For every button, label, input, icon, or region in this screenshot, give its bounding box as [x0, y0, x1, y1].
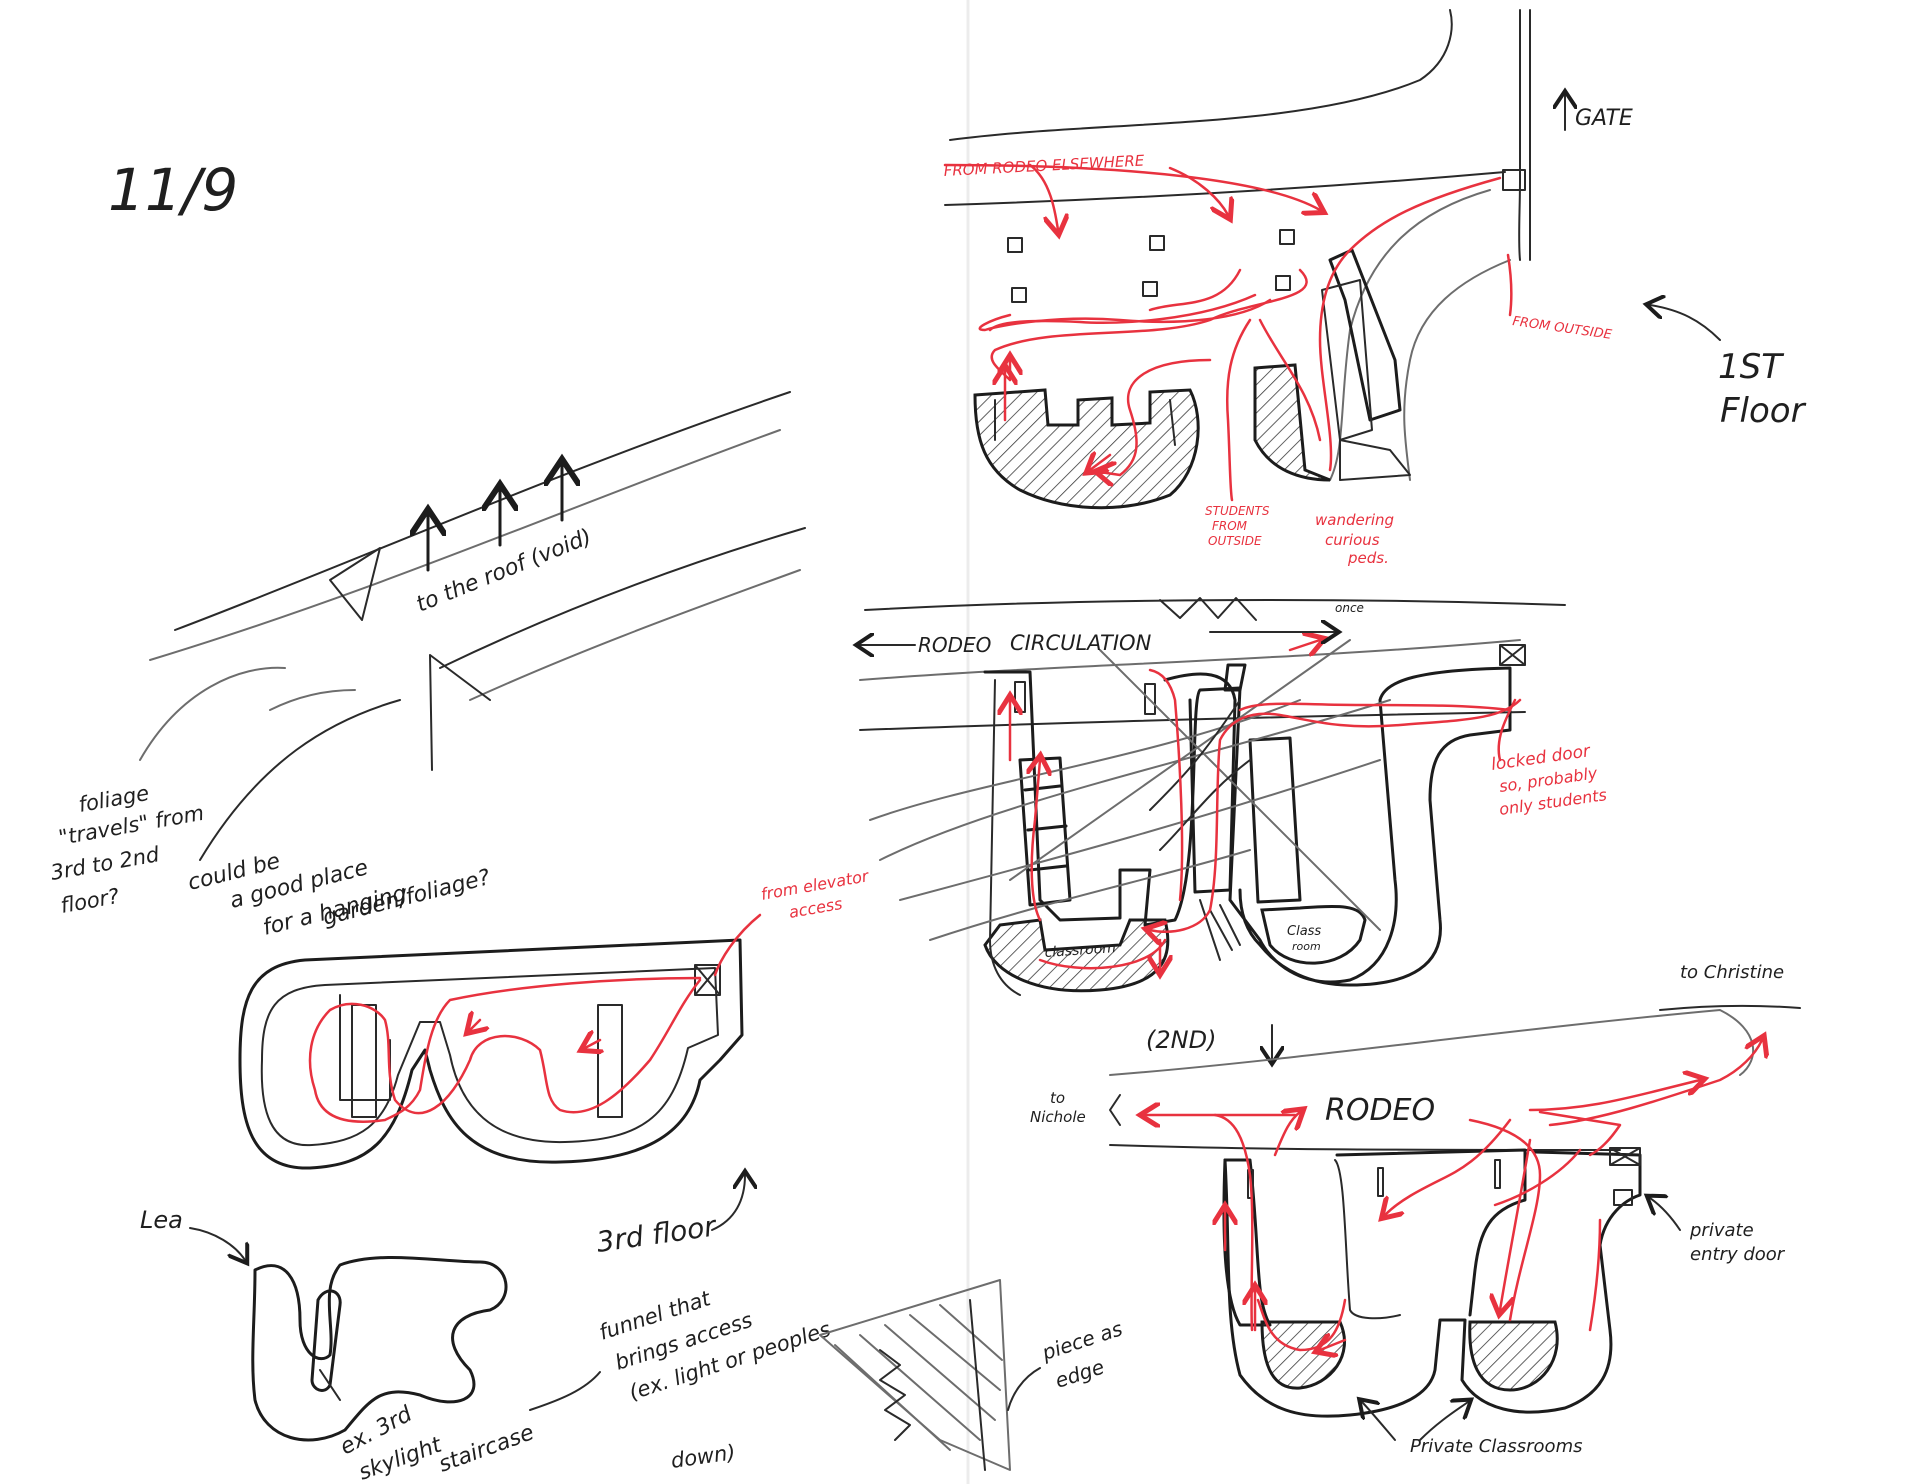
- lea-sketch: [251, 1255, 508, 1442]
- svg-text:wandering: wandering: [1315, 511, 1394, 529]
- elevator-note: from elevator access: [713, 866, 871, 977]
- lea-label: Lea: [140, 1206, 183, 1234]
- first-floor-plan: [944, 9, 1531, 510]
- first-floor-paths: [943, 163, 1513, 502]
- svg-text:FROM OUTSIDE: FROM OUTSIDE: [1511, 314, 1613, 343]
- svg-text:OUTSIDE: OUTSIDE: [1208, 534, 1262, 548]
- private-classrooms-label: Private Classrooms: [1410, 1436, 1583, 1457]
- classroom-label-2b: room: [1292, 940, 1321, 953]
- skylight-note: ex. 3rd skylight staircase: [319, 1369, 538, 1484]
- roof-void-sketch: [139, 391, 806, 861]
- nichole-brace: [1109, 1094, 1121, 1126]
- classroom-arrow-right: [1419, 1402, 1468, 1441]
- first-floor-label-1: 1ST: [1718, 347, 1784, 387]
- svg-text:floor?: floor?: [59, 884, 121, 918]
- svg-text:down): down): [669, 1440, 737, 1473]
- wandering-note: wandering curious peds.: [1315, 511, 1394, 567]
- second-floor-rodeo-label: RODEO: [1325, 1093, 1435, 1128]
- first-floor-label-2: Floor: [1720, 391, 1807, 431]
- from-rodeo-label: FROM RODEO ELSEWHERE: [943, 151, 1145, 180]
- garden-note: could be a good place for a hanging gard…: [185, 849, 493, 941]
- svg-text:peds.: peds.: [1347, 549, 1389, 567]
- private-entry-arrow: [1650, 1198, 1681, 1231]
- roof-note: to the roof (void): [413, 524, 595, 617]
- second-floor-paths: [1145, 1040, 1762, 1350]
- to-nichole-label-1: to: [1050, 1089, 1065, 1107]
- classroom-arrow-left: [1362, 1402, 1396, 1441]
- from-outside-label: FROM OUTSIDE: [1511, 314, 1613, 343]
- circulation-paths: [1010, 640, 1522, 970]
- second-floor-label: (2ND): [1146, 1026, 1216, 1054]
- svg-text:piece as: piece as: [1038, 1316, 1125, 1365]
- second-floor-plan: [1109, 1004, 1801, 1418]
- lea-arrow: [189, 1227, 245, 1260]
- piece-note: piece as edge: [1007, 1316, 1125, 1411]
- private-entry-label-2: entry door: [1690, 1244, 1786, 1265]
- once-note: once: [1335, 601, 1364, 615]
- to-nichole-label-2: Nichole: [1030, 1108, 1086, 1126]
- third-floor-plan: [238, 938, 744, 1170]
- classroom-label-1: classroom: [1044, 940, 1116, 961]
- first-floor-arrow: [1650, 305, 1721, 341]
- scribble-mark: [1159, 597, 1257, 621]
- private-entry-label-1: private: [1689, 1220, 1754, 1241]
- funnel-note: funnel that brings access (ex. light or …: [529, 1286, 834, 1473]
- funnel-sketch: [819, 1279, 1011, 1471]
- rodeo-label: RODEO: [918, 633, 991, 657]
- classroom-label-2a: Class: [1287, 924, 1321, 939]
- third-floor-label: 3rd floor: [594, 1209, 719, 1259]
- svg-text:STUDENTS: STUDENTS: [1205, 504, 1270, 518]
- svg-text:FROM: FROM: [1212, 519, 1248, 533]
- students-note: STUDENTS FROM OUTSIDE: [1205, 504, 1270, 548]
- circulation-label: CIRCULATION: [1010, 631, 1152, 655]
- circulation-scribbles: [869, 639, 1391, 961]
- svg-text:staircase: staircase: [436, 1420, 538, 1477]
- circulation-plan: [859, 598, 1566, 996]
- locked-door-note: locked door so, probably only students: [1490, 698, 1608, 819]
- foliage-note: foliage "travels" from 3rd to 2nd floor?: [49, 781, 206, 918]
- date-label: 11/9: [108, 156, 238, 224]
- third-floor-arrow: [711, 1175, 745, 1231]
- to-christine-label: to Christine: [1680, 962, 1784, 983]
- gate-label: GATE: [1575, 106, 1633, 131]
- svg-text:curious: curious: [1325, 531, 1380, 549]
